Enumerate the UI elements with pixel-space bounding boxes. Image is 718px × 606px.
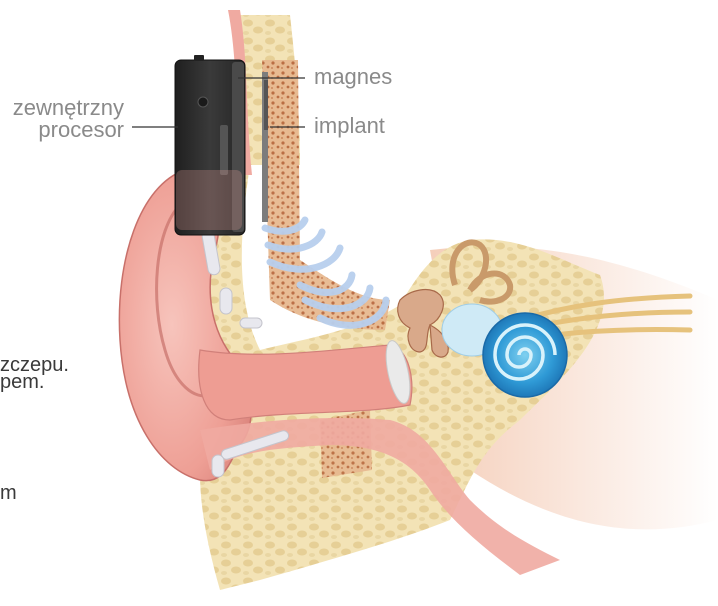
label-implant: implant <box>314 115 385 137</box>
side-text-line3: m <box>0 483 17 503</box>
side-text-line2: pem. <box>0 372 44 392</box>
magnet-element <box>264 80 268 130</box>
cochlea <box>483 313 567 397</box>
label-processor-line2: procesor <box>38 119 124 141</box>
label-processor-line1: zewnętrzny <box>13 97 124 119</box>
label-magnet: magnes <box>314 66 392 88</box>
ear-canal <box>199 345 412 420</box>
external-processor <box>175 55 245 235</box>
